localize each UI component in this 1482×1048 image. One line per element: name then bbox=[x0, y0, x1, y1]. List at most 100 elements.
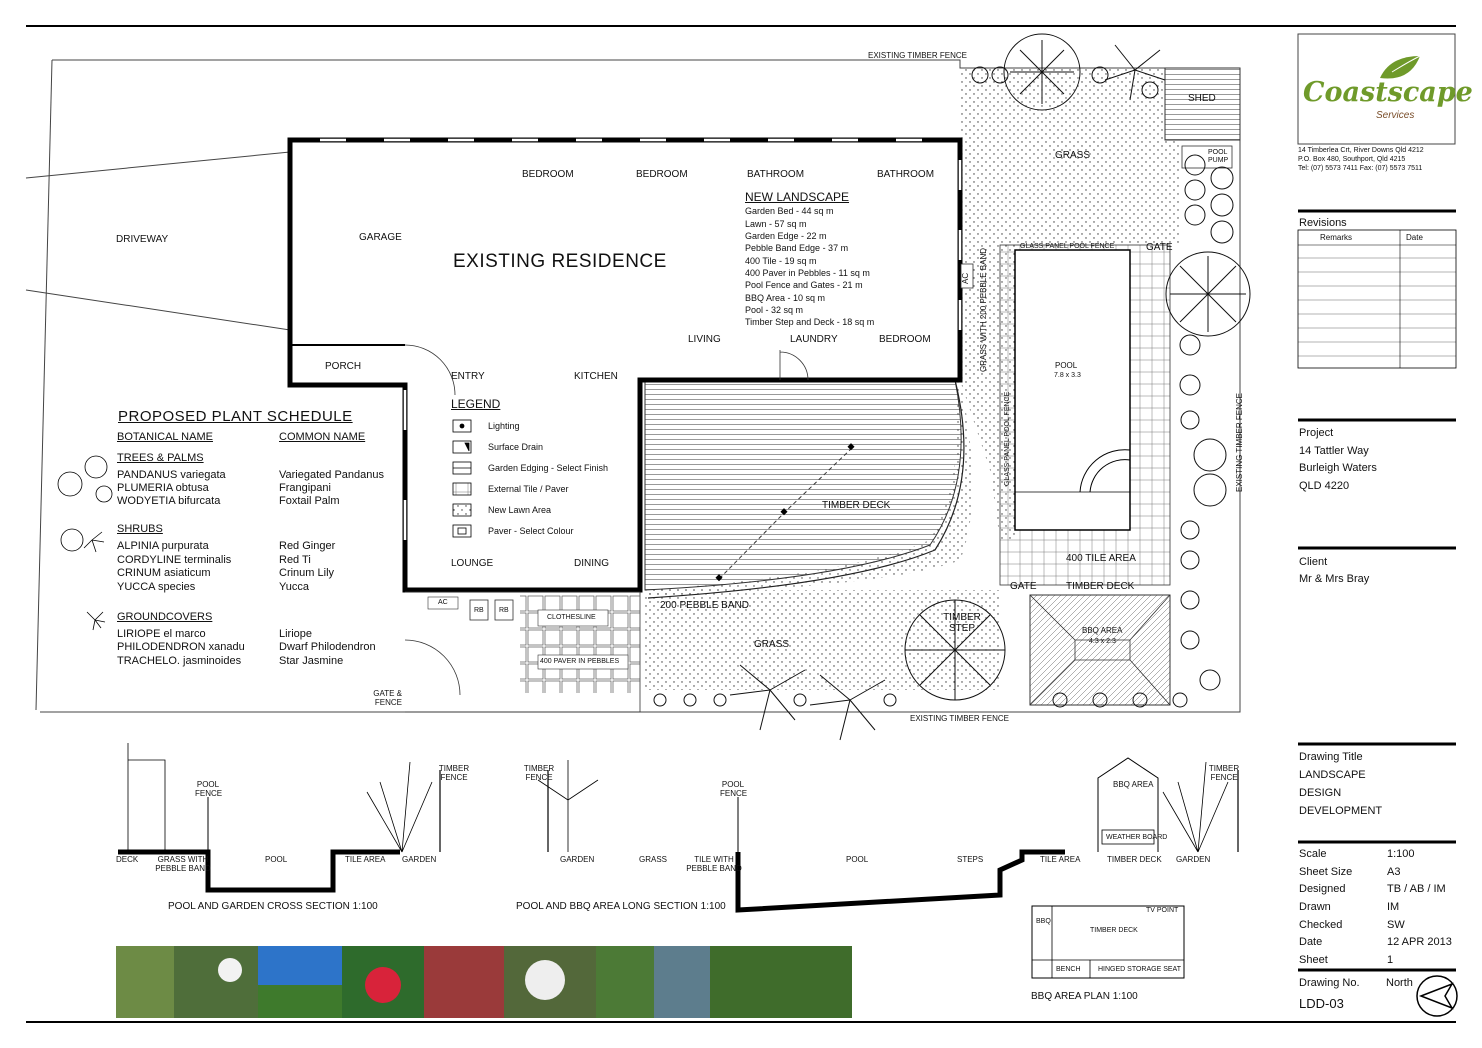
drawing-no-value: LDD-03 bbox=[1299, 996, 1344, 1011]
room-label: DINING bbox=[574, 558, 609, 569]
bbq-area-label: BBQ AREA bbox=[1082, 626, 1123, 635]
bbq-plan-label: TV POINT bbox=[1146, 907, 1179, 914]
grass-bottom-label: GRASS bbox=[754, 639, 790, 650]
fence-label-side: EXISTING TIMBER FENCE bbox=[1235, 393, 1244, 492]
plant-schedule-title: PROPOSED PLANT SCHEDULE bbox=[118, 408, 353, 425]
section-label: BBQ AREA bbox=[1113, 780, 1154, 789]
north-label: North bbox=[1386, 977, 1413, 989]
room-label: KITCHEN bbox=[574, 371, 618, 382]
room-label: BEDROOM bbox=[522, 169, 574, 180]
section-label: TIMBER FENCE bbox=[438, 764, 470, 782]
client-label: Client bbox=[1299, 556, 1328, 568]
landscape-item: Lawn - 57 sq m bbox=[745, 219, 807, 229]
section-label: TIMBER FENCE bbox=[523, 764, 555, 782]
room-label: PORCH bbox=[325, 361, 362, 372]
company-address-2: P.O. Box 480, Southport, Qld 4215 bbox=[1298, 156, 1406, 163]
project-line-3: QLD 4220 bbox=[1299, 480, 1350, 492]
plant-common: Foxtail Palm bbox=[279, 495, 340, 507]
company-logo: Coastscape bbox=[1303, 77, 1473, 108]
drawing-title-line-2: DESIGN bbox=[1299, 787, 1342, 799]
section-label: GARDEN bbox=[560, 855, 595, 864]
landscape-item: Pool Fence and Gates - 21 m bbox=[745, 280, 863, 290]
timber-deck-small-label: TIMBER DECK bbox=[1066, 581, 1135, 592]
plant-common: Dwarf Philodendron bbox=[279, 641, 376, 653]
detail-key: Checked bbox=[1299, 919, 1343, 931]
section-label: TIMBER DECK bbox=[1107, 855, 1162, 864]
shed bbox=[1164, 67, 1241, 141]
plant-botanical: CORDYLINE terminalis bbox=[117, 554, 232, 566]
legend-item: Surface Drain bbox=[488, 442, 544, 452]
timber-deck-label: TIMBER DECK bbox=[822, 500, 891, 511]
section-label: TIMBER FENCE bbox=[1208, 764, 1240, 782]
landscape-item: Garden Bed - 44 sq m bbox=[745, 206, 834, 216]
leaf-logo-icon bbox=[1380, 55, 1421, 79]
ac-side-label: AC bbox=[961, 272, 970, 284]
detail-key: Sheet Size bbox=[1299, 866, 1353, 878]
grass-top-label: GRASS bbox=[1055, 150, 1091, 161]
sections-drawing bbox=[118, 743, 1239, 979]
plant-common: Liriope bbox=[279, 628, 313, 640]
section-label: WEATHER BOARD bbox=[1106, 834, 1168, 841]
section-label: GARDEN bbox=[1176, 855, 1211, 864]
fence-label-bottom: EXISTING TIMBER FENCE bbox=[910, 714, 1009, 723]
shed-label: SHED bbox=[1188, 93, 1216, 104]
plant-common: Variegated Pandanus bbox=[279, 469, 384, 481]
schedule-symbols bbox=[57, 455, 113, 631]
plant-botanical: LIRIOPE el marco bbox=[117, 628, 206, 640]
plant-group-title: SHRUBS bbox=[117, 523, 163, 535]
drawing-no-label: Drawing No. bbox=[1299, 977, 1360, 989]
detail-value: 12 APR 2013 bbox=[1387, 936, 1452, 948]
bbq-size-label: 4.3 x 2.3 bbox=[1089, 638, 1116, 645]
project-line-2: Burleigh Waters bbox=[1299, 462, 1377, 474]
project-line-1: 14 Tattler Way bbox=[1299, 445, 1369, 457]
detail-key: Sheet bbox=[1299, 954, 1328, 966]
bbq-plan-label: TIMBER DECK bbox=[1090, 927, 1138, 934]
landscape-item: Timber Step and Deck - 18 sq m bbox=[745, 317, 875, 327]
drawing-title-label: Drawing Title bbox=[1299, 751, 1363, 763]
cross-section-title: POOL AND GARDEN CROSS SECTION 1:100 bbox=[168, 901, 378, 912]
bbq-plan-label: HINGED STORAGE SEAT bbox=[1098, 966, 1181, 973]
pebble-band-label: 200 PEBBLE BAND bbox=[660, 600, 749, 611]
room-label: BEDROOM bbox=[879, 334, 931, 345]
grass-band-label: GRASS WITH 200 PEBBLE BAND bbox=[979, 247, 988, 372]
rainwater-tank-label: RB bbox=[499, 607, 509, 614]
landscape-item: 400 Tile - 19 sq m bbox=[745, 256, 817, 266]
plant-botanical: PLUMERIA obtusa bbox=[117, 482, 209, 494]
room-label: LIVING bbox=[688, 334, 721, 345]
clothesline-label: CLOTHESLINE bbox=[547, 614, 596, 621]
section-label: POOL bbox=[846, 855, 869, 864]
title-block-lines bbox=[1297, 209, 1457, 972]
project-label: Project bbox=[1299, 427, 1334, 439]
detail-value: TB / AB / IM bbox=[1387, 883, 1446, 895]
bbq-plan-label: BENCH bbox=[1056, 966, 1081, 973]
section-label: GRASS WITH PEBBLE BAND bbox=[155, 855, 211, 873]
lawn-area-bottom bbox=[645, 590, 1000, 690]
detail-value: 1 bbox=[1387, 954, 1394, 966]
residence-label: EXISTING RESIDENCE bbox=[453, 251, 667, 272]
section-label: TILE AREA bbox=[345, 855, 386, 864]
plant-common: Red Ti bbox=[279, 554, 311, 566]
pool-size-label: 7.8 x 3.3 bbox=[1054, 372, 1081, 379]
common-header: COMMON NAME bbox=[279, 431, 366, 443]
plant-botanical: WODYETIA bifurcata bbox=[117, 495, 221, 507]
plant-botanical: PANDANUS variegata bbox=[117, 469, 226, 481]
room-label: ENTRY bbox=[451, 371, 485, 382]
landscape-item: BBQ Area - 10 sq m bbox=[745, 293, 826, 303]
section-label: DECK bbox=[116, 855, 139, 864]
plant-photo-strip bbox=[116, 946, 852, 1018]
revisions-title: Revisions bbox=[1299, 217, 1347, 229]
legend-symbols bbox=[452, 419, 472, 538]
plant-botanical: TRACHELO. jasminoides bbox=[117, 655, 242, 667]
detail-value: IM bbox=[1387, 901, 1400, 913]
logo-box bbox=[1297, 33, 1456, 145]
plant-botanical: CRINUM asiaticum bbox=[117, 567, 211, 579]
pool-label: POOL bbox=[1055, 361, 1078, 370]
section-label: POOL bbox=[265, 855, 288, 864]
client-name: Mr & Mrs Bray bbox=[1299, 573, 1370, 585]
long-section-title: POOL AND BBQ AREA LONG SECTION 1:100 bbox=[516, 901, 726, 912]
room-label: LOUNGE bbox=[451, 558, 494, 569]
plant-botanical: YUCCA species bbox=[117, 581, 196, 593]
room-label: BATHROOM bbox=[747, 169, 805, 180]
detail-key: Scale bbox=[1299, 848, 1327, 860]
company-logo-sub: Services bbox=[1376, 110, 1415, 121]
